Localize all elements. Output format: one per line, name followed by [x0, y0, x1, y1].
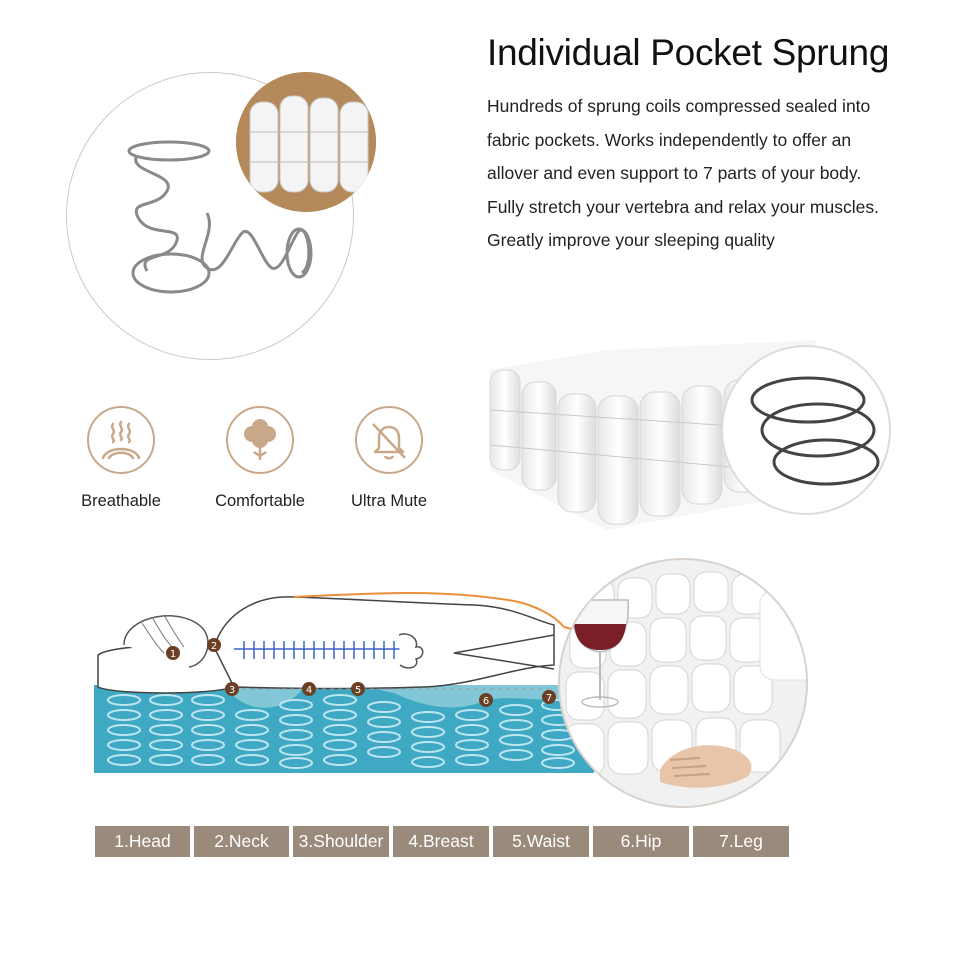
cotton-flower-icon [226, 406, 294, 474]
spine-support-curve [293, 592, 565, 628]
body-part-label: 2.Neck [194, 826, 289, 857]
spring-coil-row [107, 694, 575, 769]
head-outline [123, 615, 209, 668]
body-support-diagram: 1 2 3 4 5 6 7 [94, 575, 814, 805]
pocket-coils-icon [489, 340, 891, 530]
zone-marker-1: 1 [166, 646, 180, 660]
body-part-label: 1.Head [95, 826, 190, 857]
description-line: Greatly improve your sleeping quality [487, 230, 775, 250]
zone-markers: 1 2 3 4 5 6 7 [166, 638, 556, 707]
spine-icon [234, 641, 414, 659]
description-line: Hundreds of sprung coils compressed seal… [487, 96, 871, 116]
zone-marker-4: 4 [302, 682, 316, 696]
description-line: allover and even support to 7 parts of y… [487, 163, 862, 183]
heat-waves-icon [87, 406, 155, 474]
coil-spring-icon [127, 140, 313, 294]
description-line: Fully stretch your vertebra and relax yo… [487, 196, 879, 217]
description-line: fabric pockets. Works independently to o… [487, 129, 852, 150]
feature-ultra-mute: Ultra Mute [334, 406, 444, 511]
svg-text:6: 6 [483, 696, 489, 707]
fabric-pocket-icon [236, 72, 376, 212]
zone-marker-5: 5 [351, 682, 365, 696]
svg-text:5: 5 [355, 685, 361, 696]
feature-breathable: Breathable [66, 406, 176, 511]
zone-marker-6: 6 [479, 693, 493, 707]
body-part-label: 5.Waist [493, 826, 589, 857]
svg-text:7: 7 [546, 693, 552, 704]
body-parts-legend: 1.Head 2.Neck 3.Shoulder 4.Breast 5.Wais… [95, 826, 789, 857]
zone-marker-2: 2 [207, 638, 221, 652]
feature-label: Comfortable [215, 492, 305, 510]
body-part-label: 3.Shoulder [293, 826, 389, 857]
body-part-label: 6.Hip [593, 826, 689, 857]
svg-text:4: 4 [306, 685, 312, 696]
svg-text:3: 3 [229, 685, 235, 696]
mute-bell-icon [355, 406, 423, 474]
zone-marker-7: 7 [542, 690, 556, 704]
product-title: Individual Pocket Sprung [487, 32, 890, 73]
pocket-coil-closeup [236, 72, 376, 212]
product-description: Hundreds of sprung coils compressed seal… [487, 90, 927, 258]
body-part-label: 4.Breast [393, 826, 489, 857]
feature-comfortable: Comfortable [205, 406, 315, 511]
feature-label: Ultra Mute [350, 492, 428, 510]
body-part-label: 7.Leg [693, 826, 789, 857]
zone-marker-3: 3 [225, 682, 239, 696]
feature-label: Breathable [81, 492, 161, 510]
svg-text:2: 2 [211, 641, 217, 652]
svg-text:1: 1 [170, 649, 176, 660]
pocket-coil-block [486, 330, 896, 535]
wine-glass-icon [571, 599, 629, 708]
mattress-closeup [558, 558, 808, 808]
